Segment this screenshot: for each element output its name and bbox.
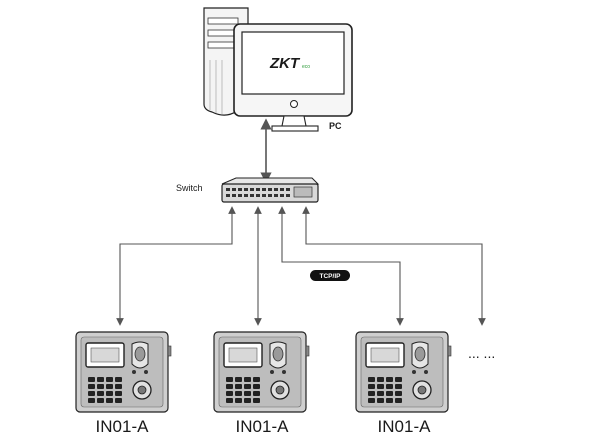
pc-brand-suffix: eco <box>302 64 310 70</box>
more-devices-ellipsis: ... ... <box>468 345 495 361</box>
device-1 <box>75 331 172 413</box>
switch-label: Switch <box>176 183 203 193</box>
switch-icon <box>221 177 320 203</box>
link-device-1 <box>116 206 236 326</box>
device-2-label: IN01-A <box>236 417 290 436</box>
link-device-3 <box>278 206 404 326</box>
pc-label: PC <box>329 121 342 131</box>
pc-icon <box>203 7 353 132</box>
device-3 <box>355 331 452 413</box>
device-2 <box>213 331 310 413</box>
device-links <box>116 206 486 326</box>
device-3-label: IN01-A <box>378 417 432 436</box>
device-1-label: IN01-A <box>96 417 150 436</box>
pc-brand-logo: ZKT <box>269 55 301 72</box>
protocol-label: TCP/IP <box>320 273 342 280</box>
protocol-badge <box>310 270 350 281</box>
link-device-more <box>302 206 486 326</box>
